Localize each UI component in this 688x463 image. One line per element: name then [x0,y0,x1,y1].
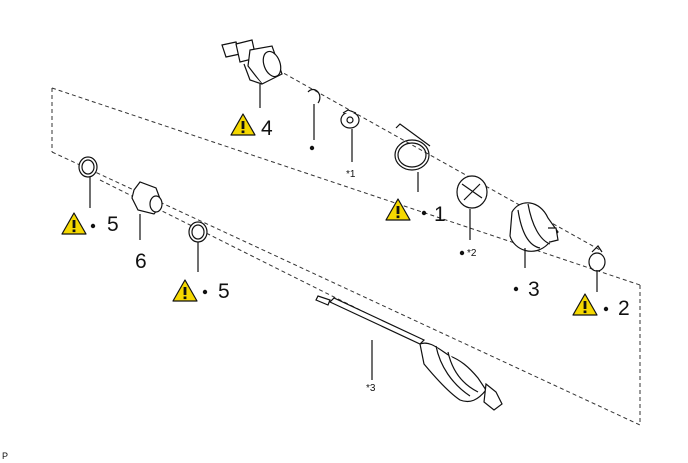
warning-icon [230,113,256,136]
part-label-2: 2 [618,297,630,320]
warning-icon [572,293,598,316]
note-label-1: *1 [346,169,356,180]
part-5-ring-right [188,221,208,272]
note-label-2: *2 [467,248,477,259]
note-label-3: *3 [366,383,376,394]
snap-ring [307,88,321,140]
warning-icon [61,212,87,235]
dot-marker [90,145,609,312]
part-2-clamp [588,245,606,292]
part-label-4: 4 [261,117,273,140]
part-label-1: 1 [434,203,446,226]
note-1-part [340,109,360,162]
part-label-5: 5 [218,280,230,303]
warning-icon [385,198,411,221]
warning-icon [172,279,198,302]
part-label-3: 3 [528,278,540,301]
note-3-drive-shaft [315,295,503,411]
part-label-5: 5 [107,213,119,236]
part-5-ring-left [78,156,98,208]
part-1-boot-clamp [394,123,431,192]
footer-code: P [2,451,8,461]
part-4-outer-joint [221,39,283,108]
part-label-6: 6 [135,250,147,273]
note-2-part [456,175,488,240]
part-3-boot [509,202,559,268]
part-6-inner-joint [131,181,163,240]
